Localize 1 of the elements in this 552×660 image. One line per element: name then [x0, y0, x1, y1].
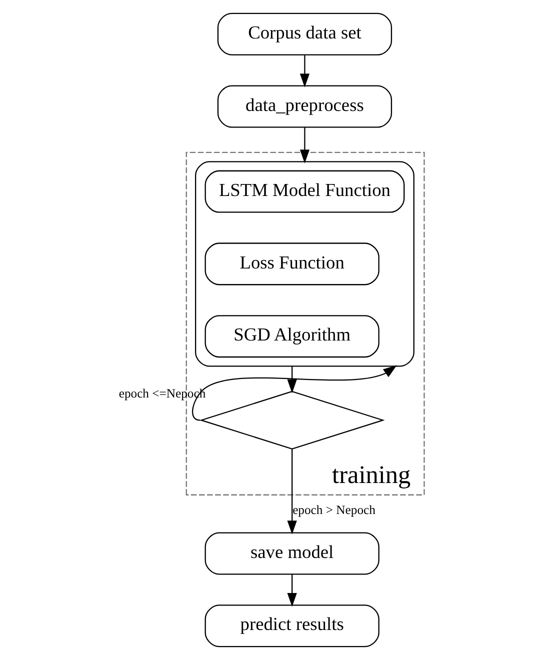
edge-label: epoch > Nepoch	[292, 503, 376, 518]
